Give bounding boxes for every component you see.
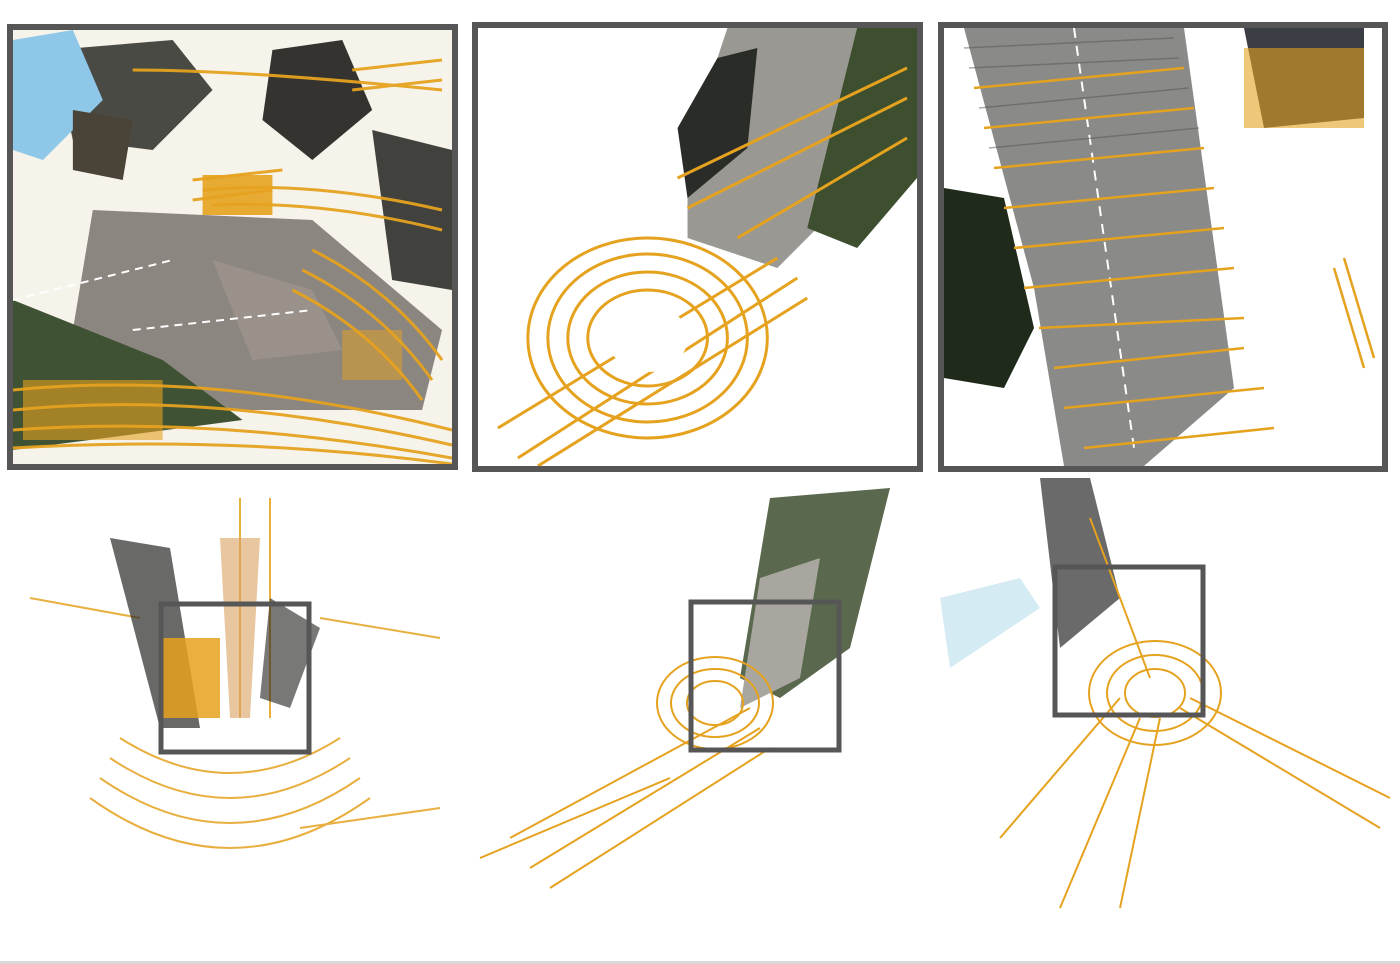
zoom-panel-2: [472, 22, 923, 472]
zoom-region-box-1: [158, 601, 312, 755]
zoom-panel-3: [938, 22, 1388, 472]
overview-panel-2: [470, 478, 930, 928]
zoom-scene-2: [478, 28, 917, 466]
zoom-region-box-3: [1052, 564, 1206, 718]
overview-scene-3: [940, 478, 1391, 909]
zoom-scene-3: [944, 28, 1382, 466]
zoom-region-box-2: [688, 599, 842, 753]
overview-panel-3: [940, 478, 1400, 928]
overview-scene-2: [479, 488, 890, 889]
bottom-divider: [0, 961, 1400, 964]
overview-panel-1: [0, 478, 460, 928]
zoom-panel-1: [7, 24, 458, 470]
overview-scene-1: [29, 498, 441, 849]
zoom-scene-1: [13, 30, 452, 464]
